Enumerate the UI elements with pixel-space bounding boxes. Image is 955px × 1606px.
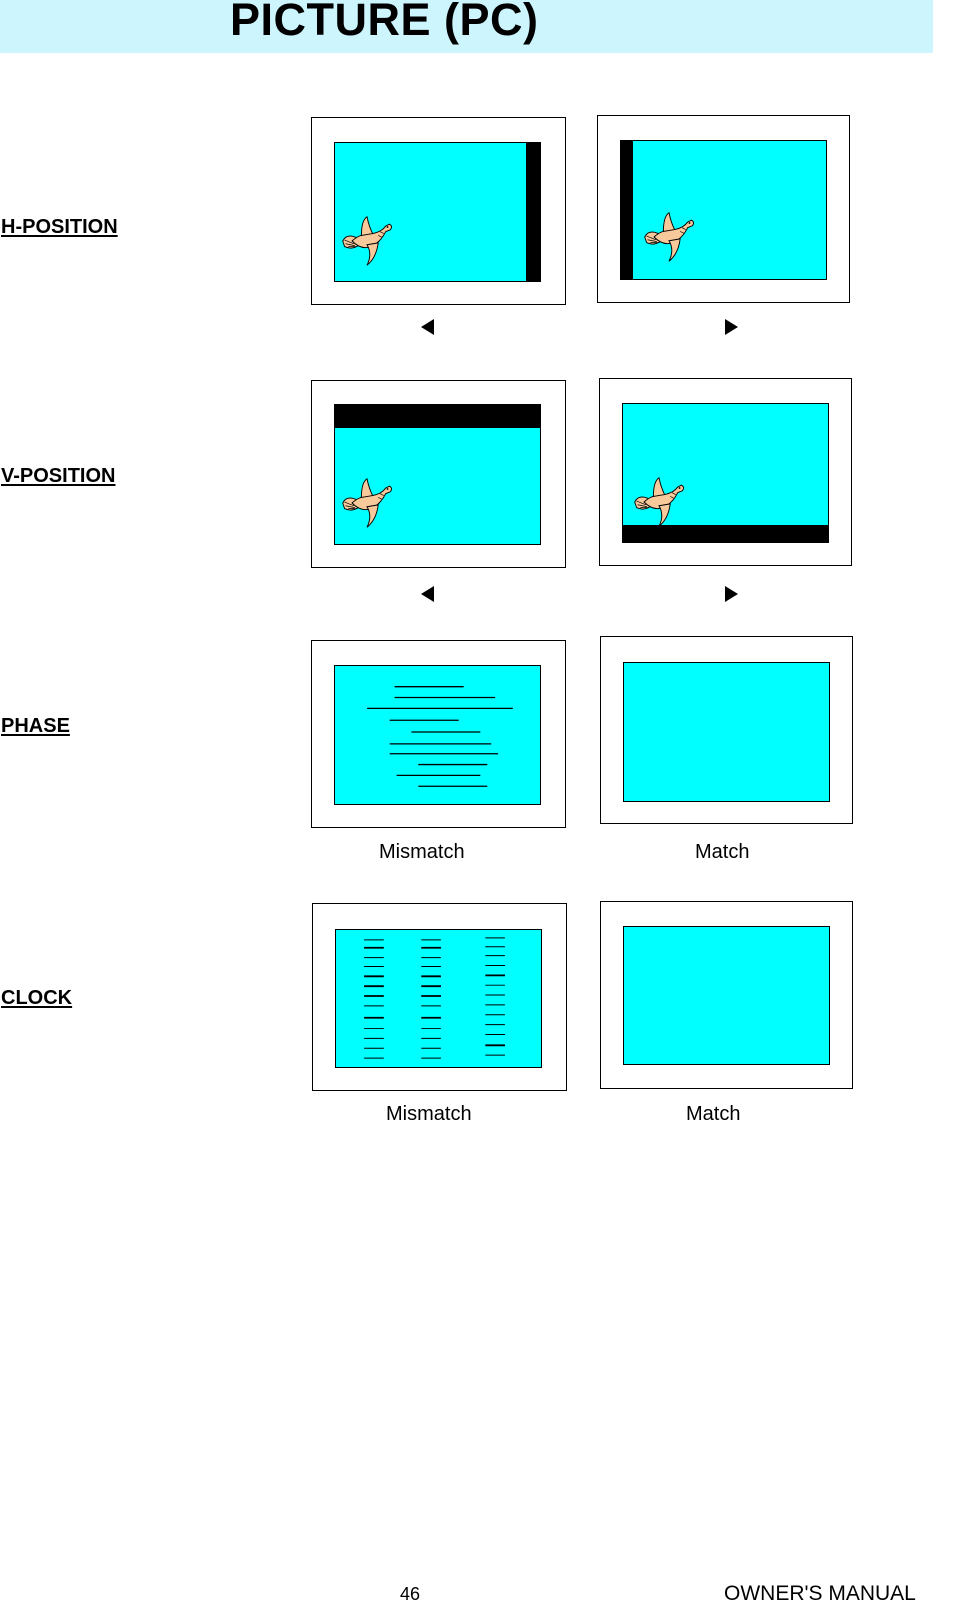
black-bar-left xyxy=(621,141,633,279)
clock-label: CLOCK xyxy=(1,987,73,1009)
black-bar-right xyxy=(526,143,540,281)
footer-label: OWNER'S MANUAL xyxy=(724,1582,916,1605)
phase-noise-lines xyxy=(367,686,513,787)
clock-noise-lines xyxy=(364,937,506,1059)
screen xyxy=(623,926,830,1065)
bird-icon xyxy=(339,213,395,269)
bird-icon xyxy=(631,474,687,530)
phase-match-illustration xyxy=(600,636,853,824)
clock-mismatch-caption: Mismatch xyxy=(386,1103,472,1125)
arrow-left-icon xyxy=(421,586,434,602)
v-position-right-illustration xyxy=(599,378,852,566)
v-position-label: V-POSITION xyxy=(1,465,116,487)
screen xyxy=(334,404,541,545)
h-position-label: H-POSITION xyxy=(1,216,118,238)
black-bar-top xyxy=(335,405,540,428)
clock-match-caption: Match xyxy=(686,1103,741,1125)
black-bar-bottom xyxy=(623,525,828,542)
phase-match-caption: Match xyxy=(695,841,750,863)
title-bar: PICTURE (PC) xyxy=(0,0,933,53)
screen xyxy=(620,140,827,280)
screen xyxy=(334,142,541,282)
phase-mismatch-caption: Mismatch xyxy=(379,841,465,863)
arrow-right-icon xyxy=(725,319,738,335)
screen xyxy=(623,662,830,802)
clock-match-illustration xyxy=(600,901,853,1089)
arrow-right-icon xyxy=(725,586,738,602)
screen xyxy=(622,403,829,543)
arrow-left-icon xyxy=(421,319,434,335)
v-position-left-illustration xyxy=(311,380,566,568)
screen xyxy=(334,665,541,805)
bird-icon xyxy=(641,209,697,265)
h-position-left-illustration xyxy=(311,117,566,305)
bird-icon xyxy=(339,475,395,531)
phase-label: PHASE xyxy=(1,715,70,737)
page-title: PICTURE (PC) xyxy=(230,0,539,45)
clock-mismatch-illustration xyxy=(312,903,567,1091)
page-number: 46 xyxy=(400,1584,421,1604)
h-position-right-illustration xyxy=(597,115,850,303)
phase-mismatch-illustration xyxy=(311,640,566,828)
screen xyxy=(335,929,542,1068)
